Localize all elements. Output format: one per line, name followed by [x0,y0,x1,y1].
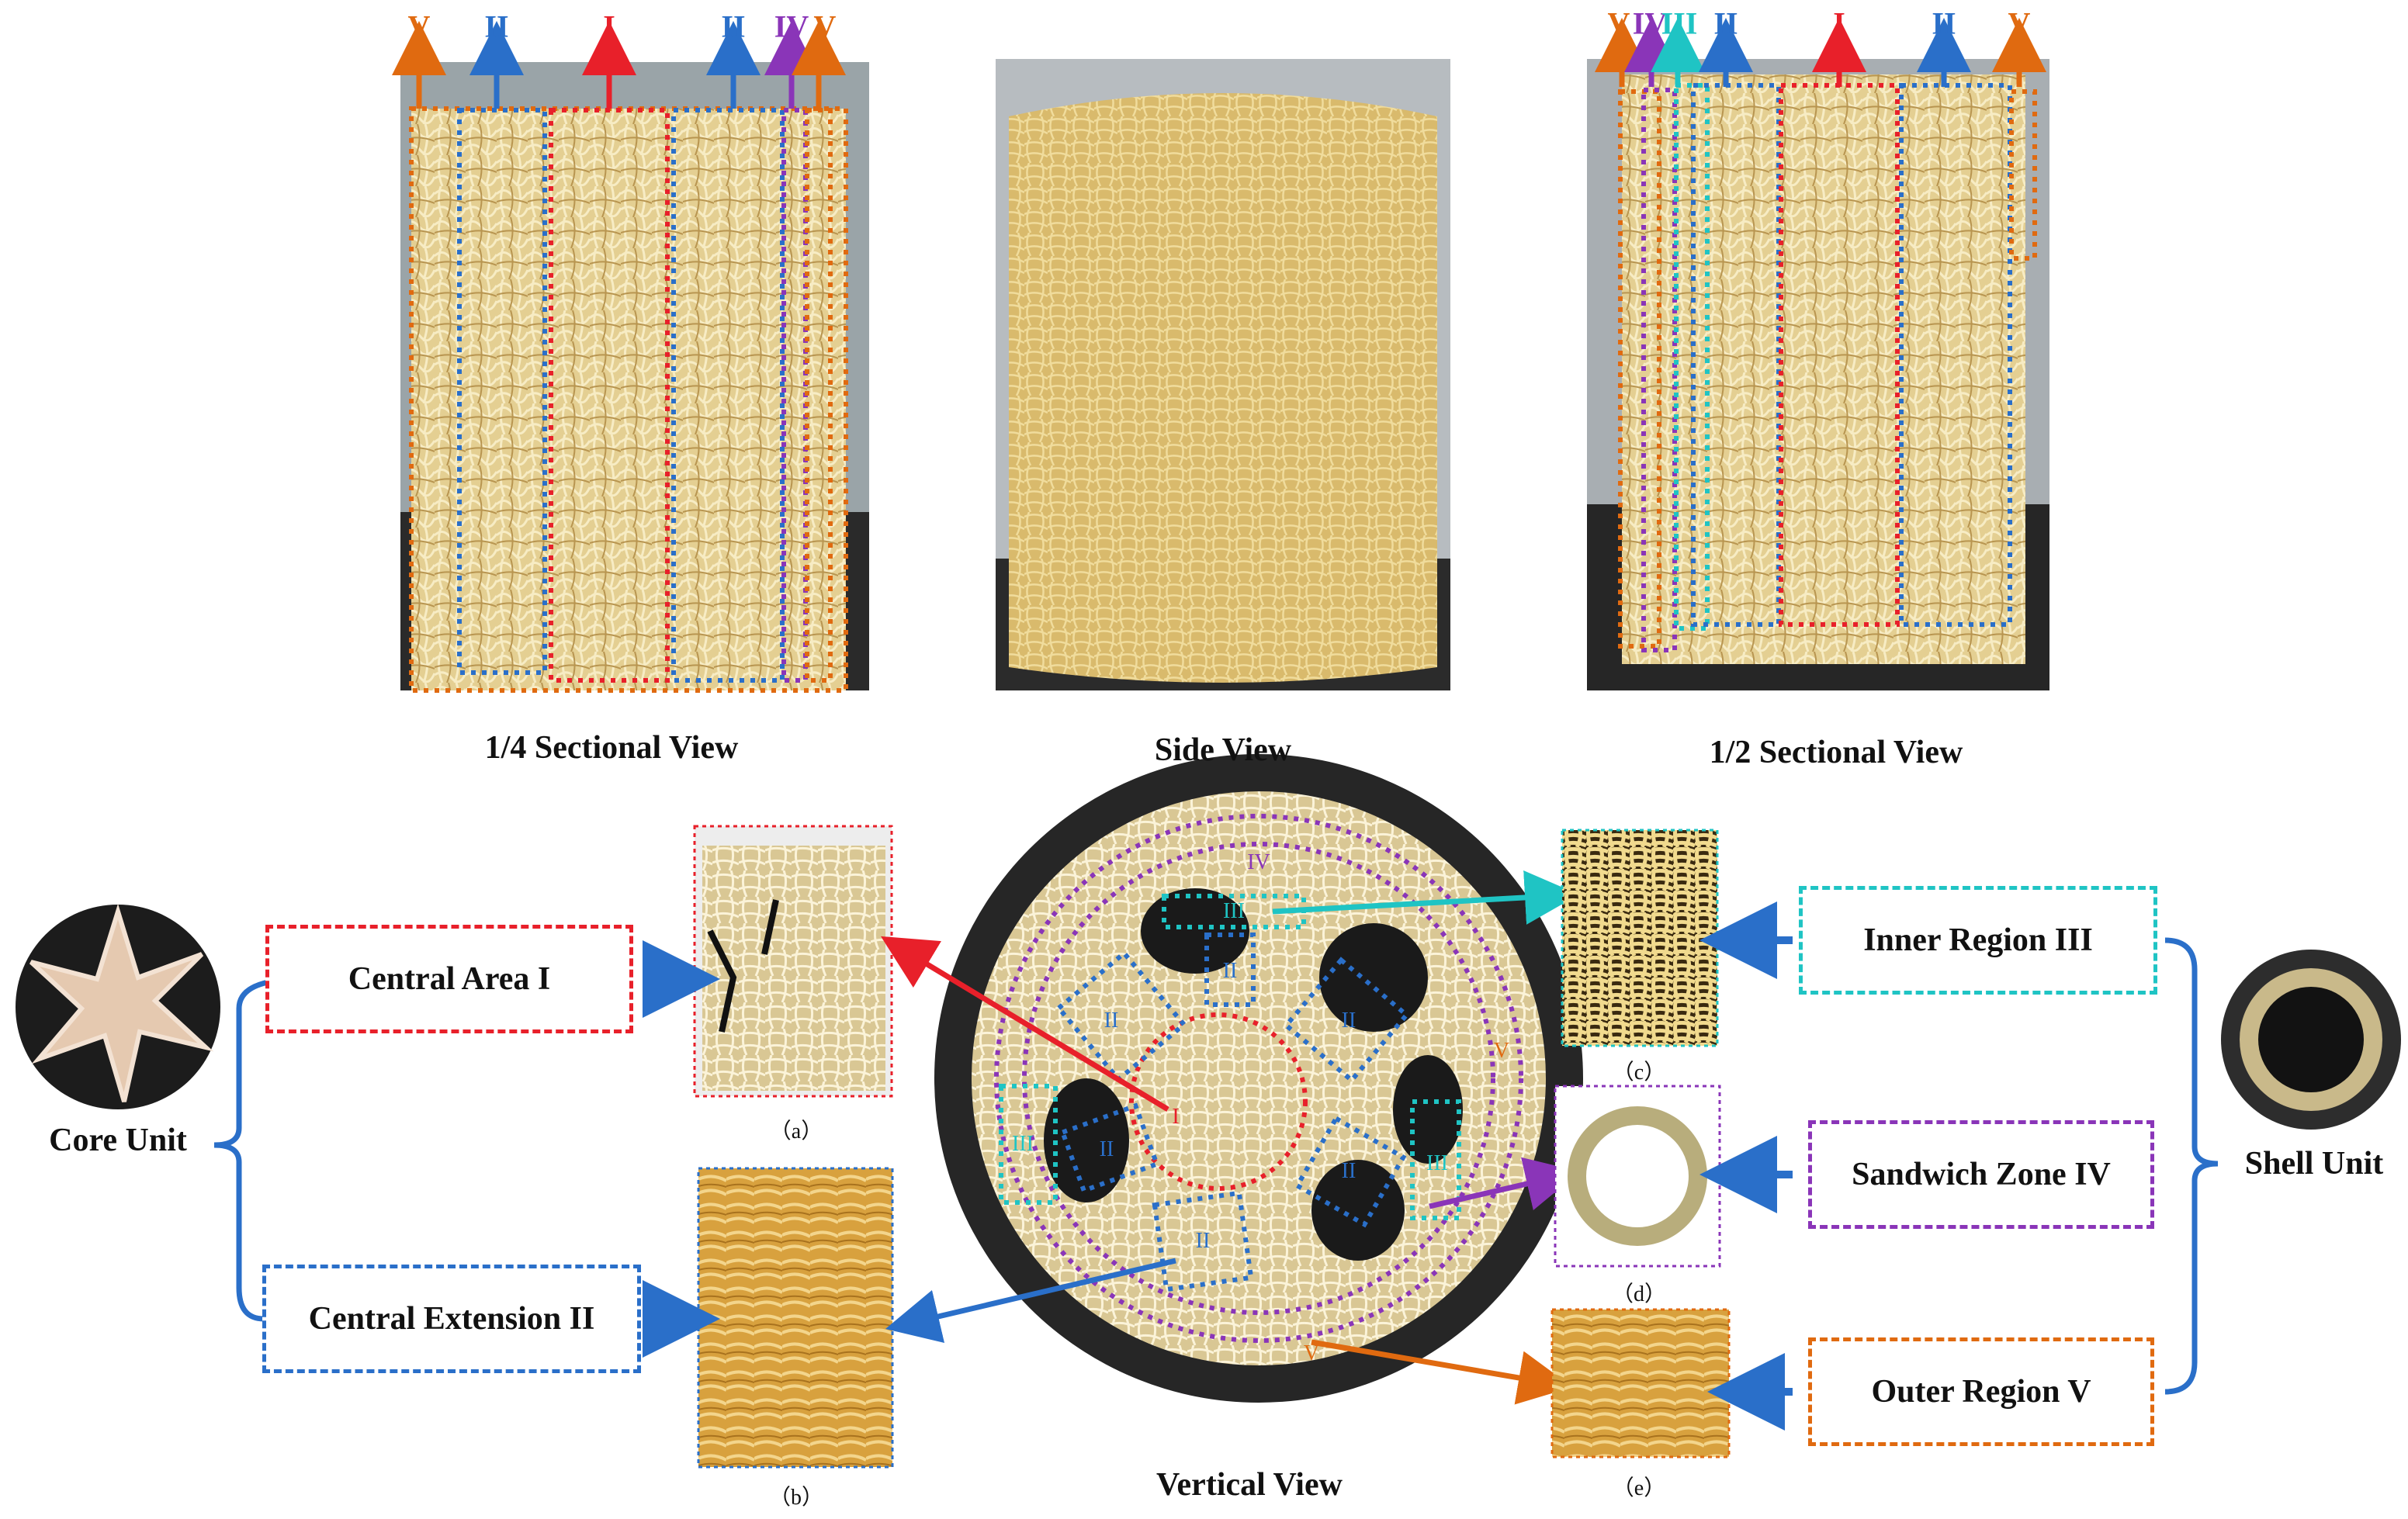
shell-box-connectors [1699,901,1793,1431]
side-view-caption: Side View [1154,732,1292,768]
vv-label-iii-top: III [1223,899,1245,923]
central-extension-label: Central Extension II [308,1301,595,1337]
outer-region-label: Outer Region V [1871,1374,2091,1410]
vv-label-iii-left: III [1012,1132,1034,1156]
quarter-label-v-left: V [407,9,431,44]
half-section-photo [1587,59,2049,690]
half-label-ii-left: II [1713,5,1738,41]
half-label-iii: III [1661,5,1698,41]
quarter-section-photo [400,62,869,693]
vv-label-iii-right: III [1426,1151,1448,1175]
inner-region-label: Inner Region III [1863,922,2093,958]
quarter-label-iv: IV [774,9,809,44]
half-label-iv: IV [1632,5,1668,41]
quarter-label-i: I [603,9,615,44]
half-section-caption: 1/2 Sectional View [1709,735,1963,770]
vv-label-ii-upper-left: II [1104,1009,1119,1033]
quarter-label-ii-left: II [484,9,509,44]
panel-a-photo [693,825,893,1098]
central-area-box: Central Area I [265,925,633,1033]
half-section-arrows [1595,18,2046,87]
half-label-ii-right: II [1932,5,1956,41]
panel-e-photo [1550,1308,1731,1458]
vertical-view-caption: Vertical View [1156,1467,1343,1503]
core-unit-photo [16,903,220,1109]
core-box-connectors [643,940,720,1358]
quarter-section-caption: 1/4 Sectional View [484,730,739,766]
vv-label-ii-lower-left: II [1099,1137,1114,1161]
vv-label-i: I [1172,1105,1180,1129]
panel-b-caption: （b） [768,1486,824,1510]
quarter-label-v-right: V [813,9,837,44]
side-view-photo [996,59,1450,690]
panel-c-caption: （c） [1612,1061,1666,1085]
quarter-section-arrows [392,21,846,109]
vertical-view-photo [934,754,1583,1403]
core-unit-label: Core Unit [49,1123,187,1158]
core-unit-bracket [213,976,303,1322]
half-label-v-left: V [1607,5,1630,41]
panel-b-photo [697,1167,894,1469]
vv-label-iv: IV [1247,850,1270,874]
shell-unit-bracket [2164,937,2219,1395]
central-extension-box: Central Extension II [262,1265,641,1373]
panel-d-photo [1554,1085,1721,1268]
panel-c-photo [1561,829,1719,1047]
sandwich-zone-box: Sandwich Zone IV [1808,1120,2154,1229]
inner-region-box: Inner Region III [1799,886,2157,995]
central-area-label: Central Area I [348,961,551,997]
vv-label-v-right: V [1493,1039,1510,1063]
outer-region-box: Outer Region V [1808,1337,2154,1446]
panel-a-caption: （a） [769,1119,823,1144]
half-label-i: I [1833,5,1845,41]
shell-unit-photo [2221,950,2401,1130]
half-label-v-right: V [2008,5,2031,41]
panel-e-caption: （e） [1612,1476,1666,1500]
vv-label-ii-top: II [1222,959,1238,983]
vv-label-v-bottom: V [1303,1341,1320,1365]
vv-label-ii-lower-right: II [1341,1159,1356,1183]
shell-unit-label: Shell Unit [2244,1146,2384,1182]
vv-label-ii-bottom: II [1195,1229,1211,1253]
panel-d-caption: （d） [1611,1282,1667,1306]
quarter-label-ii-right: II [721,9,746,44]
vv-label-ii-upper-right: II [1341,1009,1356,1033]
vertical-view-connectors [881,870,1581,1405]
sandwich-zone-label: Sandwich Zone IV [1852,1157,2111,1192]
